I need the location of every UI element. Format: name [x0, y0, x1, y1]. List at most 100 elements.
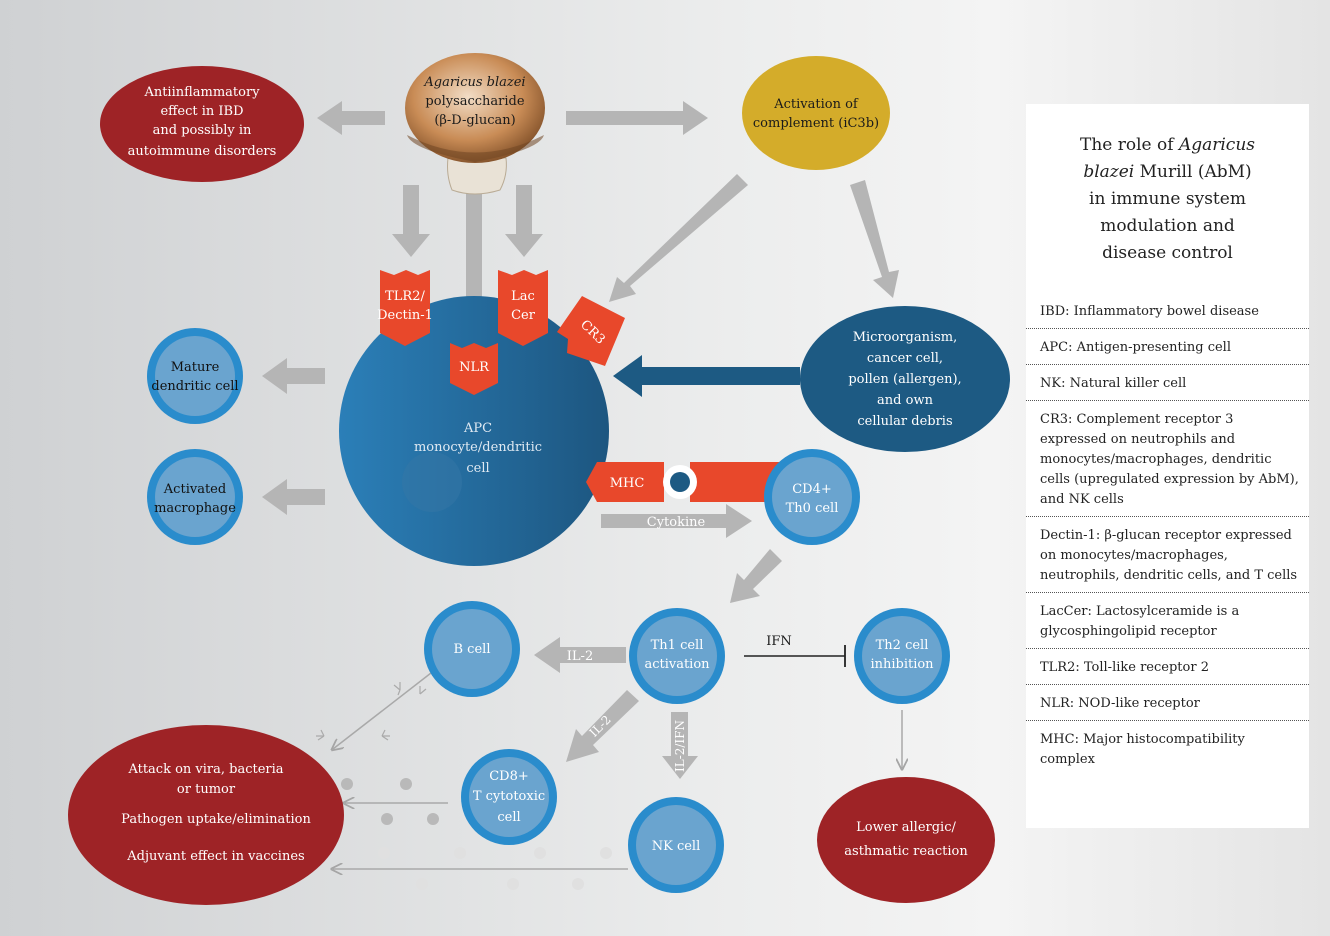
legend-title-4: Murill (AbM): [1139, 162, 1252, 182]
apc-nucleus: [402, 452, 462, 512]
arrow-to-complement: [566, 101, 708, 135]
mhc-left: [586, 462, 664, 502]
antiinflammatory-line-2: effect in IBD: [160, 104, 243, 119]
legend-item-tlr2: TLR2: Toll-like receptor 2: [1026, 656, 1309, 685]
pathway-arrows: [262, 101, 899, 779]
th2-cell: Th2 cell inhibition: [854, 608, 950, 704]
cd8-line-3: cell: [497, 810, 520, 825]
legend-item-mhc: MHC: Major histocompatibility complex: [1040, 732, 1245, 767]
legend-title: The role of Agaricus blazei Murill (AbM)…: [1026, 132, 1309, 267]
legend-item-nlr: NLR: NOD-like receptor: [1026, 692, 1309, 721]
legend-title-2: Agaricus: [1178, 135, 1255, 155]
legend-item-ibd: IBD: Inflammatory bowel disease: [1026, 300, 1309, 329]
thin-arrows: [333, 672, 902, 869]
cd4-line-1: CD4+: [792, 482, 832, 497]
microorganism-line-4: and own: [877, 393, 934, 408]
legend-item-nk: NK: Natural killer cell: [1026, 372, 1309, 401]
mature-dc-line-2: dendritic cell: [151, 379, 238, 394]
legend-title-5: in immune system: [1089, 189, 1246, 209]
arrow-to-tlr2: [392, 185, 430, 257]
microorganism-node: [800, 306, 1010, 452]
allergic-node: [817, 777, 995, 903]
apc-line-1: APC: [463, 421, 492, 436]
mature-dc-line-1: Mature: [171, 360, 220, 375]
arrow-to-antiinflammatory: [317, 101, 385, 135]
tlr2-line-1: TLR2/: [385, 289, 425, 304]
legend-item-cr3: CR3: Complement receptor 3 expressed on …: [1026, 408, 1309, 517]
inhibition-icon: [744, 645, 846, 667]
cd4-line-2: Th0 cell: [786, 501, 839, 516]
apc-cell: [339, 296, 609, 566]
arrow-complement-to-cr3: [609, 174, 748, 302]
th1-line-1: Th1 cell: [651, 638, 704, 653]
arrow-cd4-to-th1: [730, 549, 782, 603]
mushroom-label-line-3: (β-D-glucan): [434, 113, 515, 128]
cr3-receptor: [557, 296, 625, 366]
legend-title-3: blazei: [1083, 162, 1135, 182]
laccer-line-2: Cer: [511, 308, 536, 323]
apc-line-2: monocyte/dendritic: [414, 440, 542, 455]
tlr2-line-2: Dectin-1: [377, 308, 433, 323]
cd8-cell: CD8+ T cytotoxic cell: [461, 749, 557, 845]
cytokine-label: Cytokine: [647, 515, 706, 530]
arrow-to-nlr: [455, 185, 493, 333]
legend-list: IBD: Inflammatory bowel disease APC: Ant…: [1026, 300, 1309, 783]
mushroom-label: Agaricus blazei polysaccharide (β-D-gluc…: [423, 75, 525, 128]
legend-panel: The role of Agaricus blazei Murill (AbM)…: [1026, 104, 1309, 828]
legend-item-laccer: LacCer: Lactosylceramide is a glycosphin…: [1026, 600, 1309, 649]
il2-ifn-label: IL-2/IFN: [673, 720, 687, 772]
attack-line-2: or tumor: [177, 782, 236, 797]
arrow-microorganism-to-apc: [613, 355, 800, 397]
mushroom-label-line-2: polysaccharide: [425, 94, 524, 109]
il2-ifn-arrow-to-nk: [662, 712, 698, 779]
cytokine-arrow: [601, 504, 752, 538]
complement-line-2: complement (iC3b): [753, 116, 879, 131]
nlr-receptor: [450, 343, 498, 395]
allergic-line-1: Lower allergic/: [856, 820, 956, 835]
attack-line-1: Attack on vira, bacteria: [127, 762, 283, 777]
il2-arrow-to-cd8: [566, 690, 639, 762]
complement-line-1: Activation of: [773, 97, 859, 112]
th1-cell: Th1 cell activation: [629, 608, 725, 704]
attack-line-4: Adjuvant effect in vaccines: [126, 849, 304, 864]
laccer-receptor: [498, 270, 548, 346]
microorganism-line-2: cancer cell,: [867, 351, 943, 366]
activated-macrophage-line-2: macrophage: [154, 501, 236, 516]
ifn-label: IFN: [766, 634, 792, 649]
laccer-line-1: Lac: [511, 289, 535, 304]
microorganism-line-5: cellular debris: [857, 414, 952, 429]
apc-line-3: cell: [466, 461, 489, 476]
arrow-bcell-to-attack: [333, 672, 432, 749]
mhc-peptide: [670, 472, 690, 492]
legend-title-6: modulation and: [1100, 216, 1235, 236]
arrow-to-activated-macrophage: [262, 479, 325, 515]
b-cell: B cell: [424, 601, 520, 697]
particles: [341, 778, 612, 890]
antibody-icon: [316, 682, 427, 741]
mature-dc-cell: Mature dendritic cell: [147, 328, 243, 424]
mhc-right: [690, 462, 784, 502]
b-cell-label: B cell: [454, 642, 491, 657]
arrow-complement-to-microorganism: [850, 180, 899, 298]
th2-line-1: Th2 cell: [876, 638, 929, 653]
complement-node: [742, 56, 890, 170]
mhc-label: MHC: [610, 476, 645, 491]
activated-macrophage-line-1: Activated: [163, 482, 226, 497]
legend-item-apc: APC: Antigen-presenting cell: [1026, 336, 1309, 365]
tlr2-receptor: [380, 270, 430, 346]
legend-item-dectin: Dectin-1: β-glucan receptor expressed on…: [1026, 524, 1309, 593]
cd8-line-1: CD8+: [489, 769, 529, 784]
arrow-to-mature-dc: [262, 358, 325, 394]
attack-node: [68, 725, 344, 905]
nlr-label: NLR: [459, 360, 490, 375]
antiinflammatory-line-1: Antiinflammatory: [143, 85, 260, 100]
arrow-to-laccer: [505, 185, 543, 257]
attack-line-3: Pathogen uptake/elimination: [121, 812, 311, 827]
mushroom-label-line-1: Agaricus blazei: [423, 75, 525, 90]
microorganism-line-1: Microorganism,: [853, 330, 958, 345]
legend-title-1: The role of: [1079, 135, 1174, 155]
mushroom-icon: [405, 53, 545, 195]
antiinflammatory-node: [100, 66, 304, 182]
